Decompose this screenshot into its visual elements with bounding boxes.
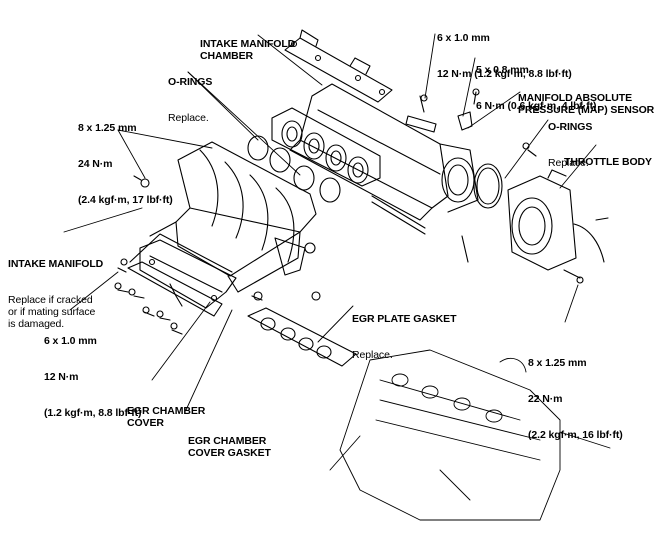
throttle-body-part (461, 169, 609, 284)
label-bolt-8x125-22nm: 8 x 1.25 mm 22 N·m (2.2 kgf·m, 16 lbf·ft… (528, 333, 623, 465)
map-sensor-part (405, 88, 480, 133)
bolt-8x125-24nm-size: 8 x 1.25 mm (78, 122, 137, 134)
label-bolt-8x125-24nm: 8 x 1.25 mm 24 N·m (2.4 kgf·m, 17 lbf·ft… (78, 98, 173, 230)
label-throttle-body: THROTTLE BODY (564, 132, 652, 192)
egr-chamber-cover-gasket-part (127, 261, 223, 317)
label-bolt-5x08: 5 x 0.8 mm 6 N·m (0.6 kgf·m, 4 lbf·ft) (476, 40, 596, 136)
o-rings-left-title: O-RINGS (168, 76, 213, 88)
bolt-5x08-size: 5 x 0.8 mm (476, 64, 529, 76)
o-rings-right-part (473, 142, 537, 209)
label-map-sensor: MANIFOLD ABSOLUTE PRESSURE (MAP) SENSOR (518, 68, 654, 140)
label-bolt-6x10-left: 6 x 1.0 mm 12 N·m (1.2 kgf·m, 8.8 lbf·ft… (44, 311, 142, 443)
bolt-6x10-left-size: 6 x 1.0 mm (44, 335, 97, 347)
bolt-5x08-torque: 6 N·m (0.6 kgf·m, 4 lbf·ft) (476, 100, 597, 112)
label-egr-plate-gasket: EGR PLATE GASKET Replace. (352, 289, 456, 385)
egr-chamber-cover-part (129, 233, 237, 309)
egr-plate-gasket-title: EGR PLATE GASKET (352, 313, 457, 325)
bracket-part (284, 29, 393, 103)
bolt-8x125-24nm-torque-alt: (2.4 kgf·m, 17 lbf·ft) (78, 194, 173, 206)
egr-chamber-cover-title: EGR CHAMBER COVER (127, 405, 206, 429)
egr-plate-gasket-part (247, 307, 357, 367)
bolts-left (114, 258, 263, 335)
o-rings-left-note: Replace. (168, 112, 209, 124)
bolt-8x125-24nm-torque: 24 N·m (78, 158, 113, 170)
intake-manifold-chamber-part (271, 83, 479, 235)
intake-manifold-title: INTAKE MANIFOLD (8, 258, 104, 270)
cylinder-head-part (329, 349, 611, 521)
label-intake-manifold: INTAKE MANIFOLD Replace if cracked or if… (8, 234, 103, 354)
leader-lines (63, 33, 597, 411)
o-rings-right-title: O-RINGS (548, 121, 593, 133)
throttle-body-title: THROTTLE BODY (564, 156, 652, 168)
egr-chamber-cover-gasket-title: EGR CHAMBER COVER GASKET (188, 435, 271, 459)
intake-manifold-part (133, 141, 321, 301)
bolt-6x10-top-size: 6 x 1.0 mm (437, 32, 490, 44)
intake-manifold-chamber-title: INTAKE MANIFOLD CHAMBER (200, 38, 296, 62)
bolt-8x125-22nm-torque-alt: (2.2 kgf·m, 16 lbf·ft) (528, 429, 623, 441)
label-egr-chamber-cover-gasket: EGR CHAMBER COVER GASKET (188, 411, 271, 483)
egr-plate-gasket-note: Replace. (352, 349, 393, 361)
bolt-6x10-left-torque: 12 N·m (44, 371, 79, 383)
label-bolt-6x10-top: 6 x 1.0 mm 12 N·m (1.2 kgf·m, 8.8 lbf·ft… (437, 8, 572, 104)
label-o-rings-left: O-RINGS Replace. (168, 52, 212, 148)
label-egr-chamber-cover: EGR CHAMBER COVER (127, 381, 205, 453)
bolt-8x125-22nm-torque: 22 N·m (528, 393, 563, 405)
bolt-6x10-top-torque: 12 N·m (1.2 kgf·m, 8.8 lbf·ft) (437, 68, 572, 80)
map-sensor-title: MANIFOLD ABSOLUTE PRESSURE (MAP) SENSOR (518, 92, 655, 116)
label-o-rings-right: O-RINGS Replace. (548, 97, 592, 193)
o-rings-left-part (247, 135, 341, 203)
intake-manifold-note: Replace if cracked or if mating surface … (8, 294, 96, 330)
bolt-8x125-22nm-size: 8 x 1.25 mm (528, 357, 587, 369)
o-rings-right-note: Replace. (548, 157, 589, 169)
label-intake-manifold-chamber: INTAKE MANIFOLD CHAMBER (200, 14, 295, 86)
bolt-6x10-left-torque-alt: (1.2 kgf·m, 8.8 lbf·ft) (44, 407, 142, 419)
